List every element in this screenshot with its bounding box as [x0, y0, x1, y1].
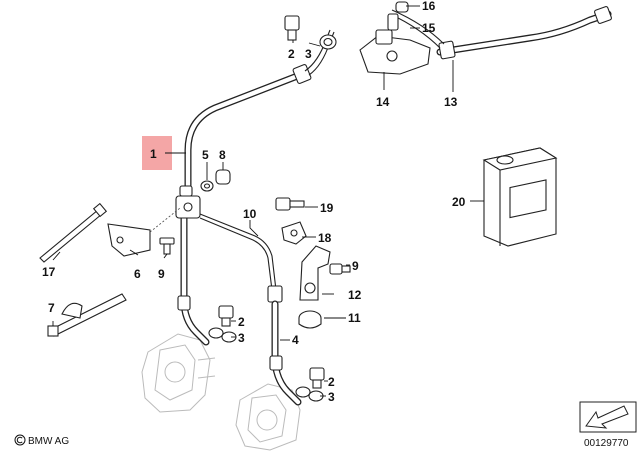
- label-part-18: 18: [318, 231, 332, 245]
- label-part-8: 8: [219, 148, 226, 162]
- grommet-11[interactable]: [298, 310, 322, 329]
- label-part-2-top: 2: [288, 47, 295, 61]
- label-part-9-left: 9: [158, 267, 165, 281]
- clip-18[interactable]: [281, 221, 307, 245]
- label-part-3-lower-right: 3: [328, 390, 335, 404]
- cap-8[interactable]: [215, 169, 231, 185]
- clamp-7[interactable]: [47, 293, 127, 337]
- label-part-2-lower-right: 2: [328, 375, 335, 389]
- direction-arrow-box: [579, 401, 637, 433]
- arrow-icon: [585, 405, 629, 429]
- hollow-bolt-2-top[interactable]: [284, 15, 300, 41]
- label-part-6: 6: [134, 267, 141, 281]
- bracket-6[interactable]: [107, 207, 181, 257]
- label-part-17: 17: [42, 265, 56, 279]
- label-part-1: 1: [150, 147, 157, 161]
- label-part-19: 19: [320, 201, 334, 215]
- label-part-9-right: 9: [352, 259, 359, 273]
- part-labels: 1 2 3 5 8 6 9 17 7 10 19 18 9 12 11 4 2 …: [42, 0, 466, 404]
- hollow-bolt-2-lower-right[interactable]: [309, 367, 325, 389]
- dust-cap-16[interactable]: [395, 1, 409, 13]
- label-part-15: 15: [422, 21, 436, 35]
- distributor-14[interactable]: [359, 29, 431, 75]
- brake-line-10[interactable]: [199, 213, 277, 291]
- copyright-icon-c: [16, 436, 23, 444]
- washer-3-top[interactable]: [319, 34, 337, 50]
- caliper-ghost-right: [235, 383, 301, 451]
- label-part-7: 7: [48, 301, 55, 315]
- label-part-3-top: 3: [305, 47, 312, 61]
- label-part-3-lower-left: 3: [238, 331, 245, 345]
- label-part-16: 16: [422, 0, 436, 13]
- copyright-brand: BMW AG: [28, 436, 69, 447]
- copyright-icon: [14, 434, 26, 446]
- caliper-ghost-left: [141, 333, 216, 413]
- hollow-bolt-2-lower-left[interactable]: [218, 305, 234, 327]
- brake-hose-1[interactable]: [184, 29, 335, 194]
- brake-hose-left-branch[interactable]: [177, 208, 210, 346]
- label-part-14: 14: [376, 95, 390, 109]
- label-part-11: 11: [348, 311, 361, 325]
- brake-line-splitter[interactable]: [175, 185, 201, 219]
- label-part-20: 20: [452, 195, 466, 209]
- diagram-number: 00129770: [584, 438, 629, 449]
- washer-5[interactable]: [200, 180, 214, 192]
- copyright-mark: BMW AG: [14, 434, 69, 447]
- brake-fluid-can-20[interactable]: [482, 147, 558, 247]
- washer-3-lower-right[interactable]: [295, 386, 324, 402]
- label-part-12: 12: [348, 288, 362, 302]
- label-part-2-lower-left: 2: [238, 315, 245, 329]
- cable-tie-17[interactable]: [39, 202, 108, 263]
- bolt-19[interactable]: [275, 197, 305, 211]
- bleeder-screw-15[interactable]: [387, 13, 399, 31]
- brake-hose-4[interactable]: [267, 285, 302, 406]
- bracket-12[interactable]: [299, 245, 331, 301]
- bolt-9-left[interactable]: [159, 237, 175, 255]
- brake-hose-13[interactable]: [389, 6, 612, 60]
- label-part-5: 5: [202, 148, 209, 162]
- label-part-10: 10: [243, 207, 257, 221]
- leader-lines: [52, 5, 484, 397]
- label-part-13: 13: [444, 95, 458, 109]
- washer-3-lower-left[interactable]: [208, 327, 237, 343]
- label-part-4: 4: [292, 333, 299, 347]
- bolt-9-right[interactable]: [329, 263, 351, 275]
